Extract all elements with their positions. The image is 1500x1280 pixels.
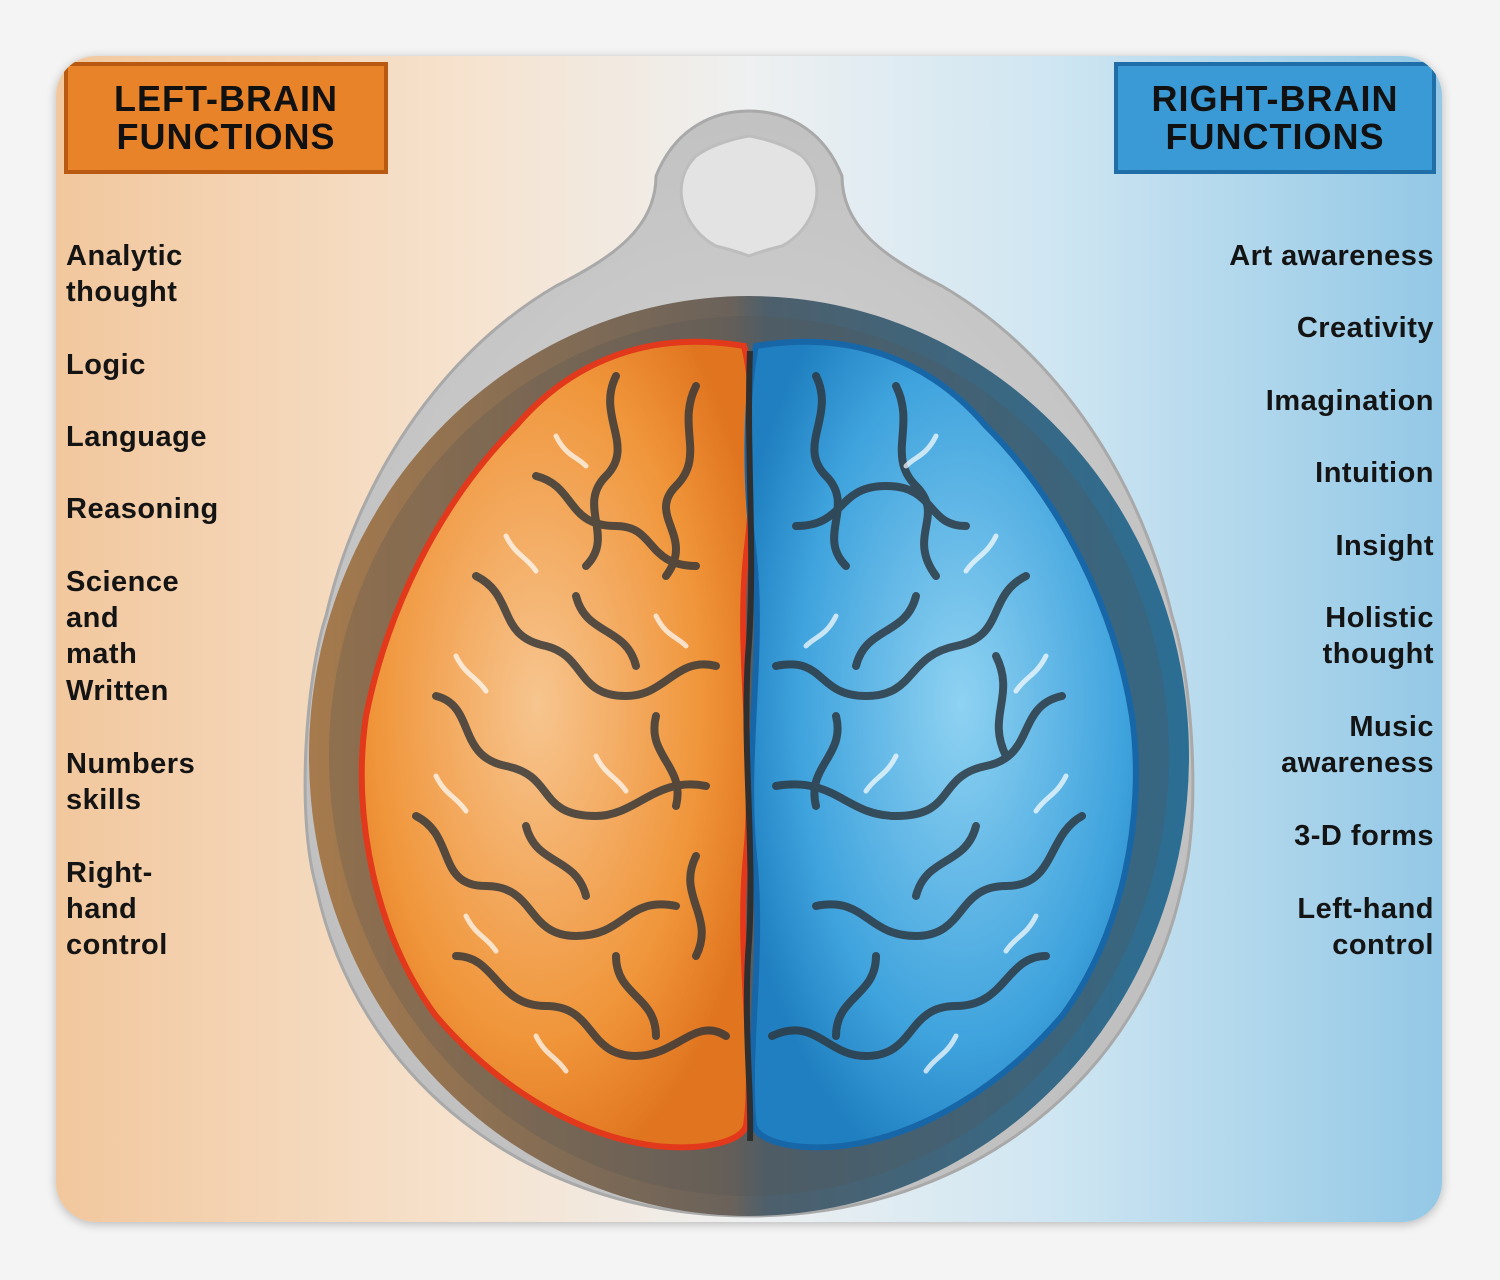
left-brain-title: LEFT-BRAIN FUNCTIONS <box>64 62 388 174</box>
right-function-item: Imagination <box>1265 385 1434 417</box>
right-function-item: Intuition <box>1315 457 1434 489</box>
right-function-item: Art awareness <box>1229 240 1434 272</box>
brain-illustration <box>303 109 1195 1218</box>
left-function-item: Analytic thought <box>66 240 183 308</box>
longitudinal-fissure <box>743 350 755 1142</box>
poster: LEFT-BRAIN FUNCTIONS RIGHT-BRAIN FUNCTIO… <box>56 56 1442 1222</box>
left-function-item: Numbers skills <box>66 748 196 816</box>
left-function-item: Reasoning <box>66 493 219 525</box>
left-function-item: Logic <box>66 349 146 381</box>
right-hemisphere <box>744 338 1139 1151</box>
right-function-item: Creativity <box>1296 312 1434 344</box>
right-function-item: 3-D forms <box>1294 820 1434 852</box>
right-function-item: Left-hand control <box>1297 893 1434 961</box>
right-brain-title: RIGHT-BRAIN FUNCTIONS <box>1114 62 1436 174</box>
left-function-item: Right-hand control <box>66 857 168 961</box>
right-function-item: Insight <box>1335 530 1434 562</box>
left-function-item: Science and math <box>66 566 180 670</box>
right-function-item: Music awareness <box>1281 711 1434 779</box>
right-function-item: Holistic thought <box>1322 602 1434 670</box>
left-function-item: Language <box>66 421 207 453</box>
left-hemisphere <box>358 338 757 1151</box>
left-function-item: Written <box>66 675 169 707</box>
